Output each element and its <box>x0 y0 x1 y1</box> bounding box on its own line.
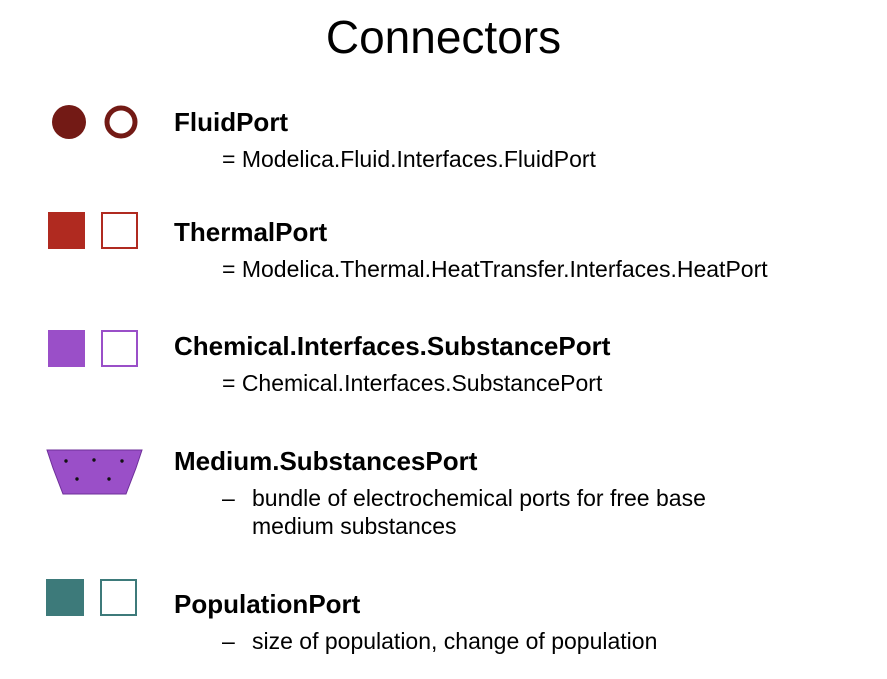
bus-connector-icon <box>46 449 143 495</box>
bullet-dash: – <box>222 628 235 654</box>
filled-square-icon <box>46 579 84 616</box>
port-description-line-1: bundle of electrochemical ports for free… <box>252 485 706 511</box>
filled-square-icon <box>48 330 85 367</box>
filled-circle-icon <box>52 105 86 139</box>
thermal-port-icons <box>48 212 138 249</box>
fluid-port-icons <box>52 105 138 139</box>
hollow-square-icon <box>101 212 138 249</box>
port-description: = Modelica.Thermal.HeatTransfer.Interfac… <box>222 256 768 282</box>
hollow-square-icon <box>100 579 137 616</box>
port-name: ThermalPort <box>174 217 328 247</box>
bullet-dash: – <box>222 485 235 511</box>
port-description-line-2: medium substances <box>252 513 457 539</box>
filled-square-icon <box>48 212 85 249</box>
substance-port-icons <box>48 330 138 367</box>
hollow-square-icon <box>101 330 138 367</box>
hollow-circle-icon <box>104 105 138 139</box>
port-name: Medium.SubstancesPort <box>174 446 478 476</box>
port-name: FluidPort <box>174 107 289 137</box>
port-description: size of population, change of population <box>252 628 658 654</box>
page-title: Connectors <box>325 11 562 63</box>
substances-port-icons <box>46 449 143 495</box>
port-name: Chemical.Interfaces.SubstancePort <box>174 331 611 361</box>
population-port-icons <box>46 579 137 616</box>
port-name: PopulationPort <box>174 589 361 619</box>
port-description: = Chemical.Interfaces.SubstancePort <box>222 370 603 396</box>
port-description: = Modelica.Fluid.Interfaces.FluidPort <box>222 146 596 172</box>
